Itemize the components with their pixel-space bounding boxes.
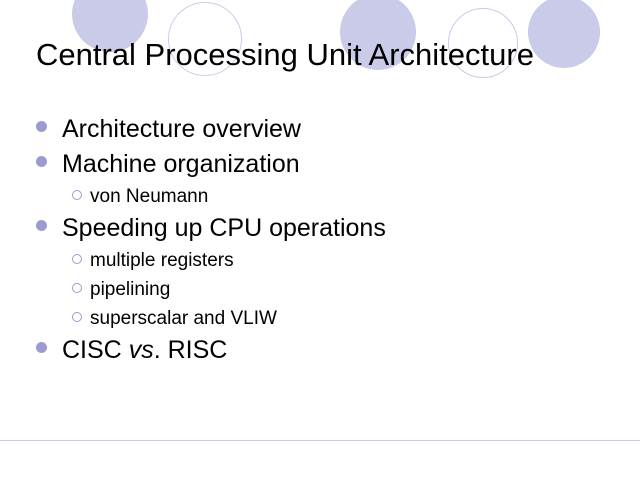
footer-divider [0, 440, 640, 441]
bullet-item-1: Architecture overview [36, 112, 616, 147]
bullet-marker-filled-icon [36, 333, 62, 368]
bullet-marker-filled-icon [36, 112, 62, 147]
bullet-text-italic: vs [128, 336, 154, 364]
bullet-item-5: multiple registers [36, 246, 616, 275]
bullet-marker-filled-icon [36, 211, 62, 246]
bullet-item-3: von Neumann [36, 182, 616, 211]
bullet-item-8: CISC vs. RISC [36, 333, 616, 368]
bullet-text-cisc-vs-risc: CISC vs. RISC [62, 333, 616, 368]
bullet-marker-hollow-icon [72, 182, 90, 211]
bullet-marker-hollow-icon [72, 275, 90, 304]
bullet-item-7: superscalar and VLIW [36, 304, 616, 333]
bullet-item-4: Speeding up CPU operations [36, 211, 616, 246]
bullet-text: multiple registers [90, 250, 234, 271]
bullet-text: Architecture overview [62, 115, 301, 143]
bullet-marker-filled-icon [36, 147, 62, 182]
bullet-text-pre: CISC [62, 336, 129, 364]
bullet-text-post: . RISC [153, 336, 228, 364]
bullet-marker-hollow-icon [72, 304, 90, 333]
bullet-text: Speeding up CPU operations [62, 214, 386, 242]
bullet-text: superscalar and VLIW [90, 308, 277, 329]
bullet-marker-hollow-icon [72, 246, 90, 275]
bullet-text: pipelining [90, 279, 171, 300]
slide-title: Central Processing Unit Architecture [36, 37, 534, 72]
bullet-item-6: pipelining [36, 275, 616, 304]
slide-body: Architecture overview Machine organizati… [36, 112, 616, 368]
bullet-text: Machine organization [62, 150, 300, 178]
bullet-item-2: Machine organization [36, 147, 616, 182]
bullet-text: von Neumann [90, 186, 209, 207]
